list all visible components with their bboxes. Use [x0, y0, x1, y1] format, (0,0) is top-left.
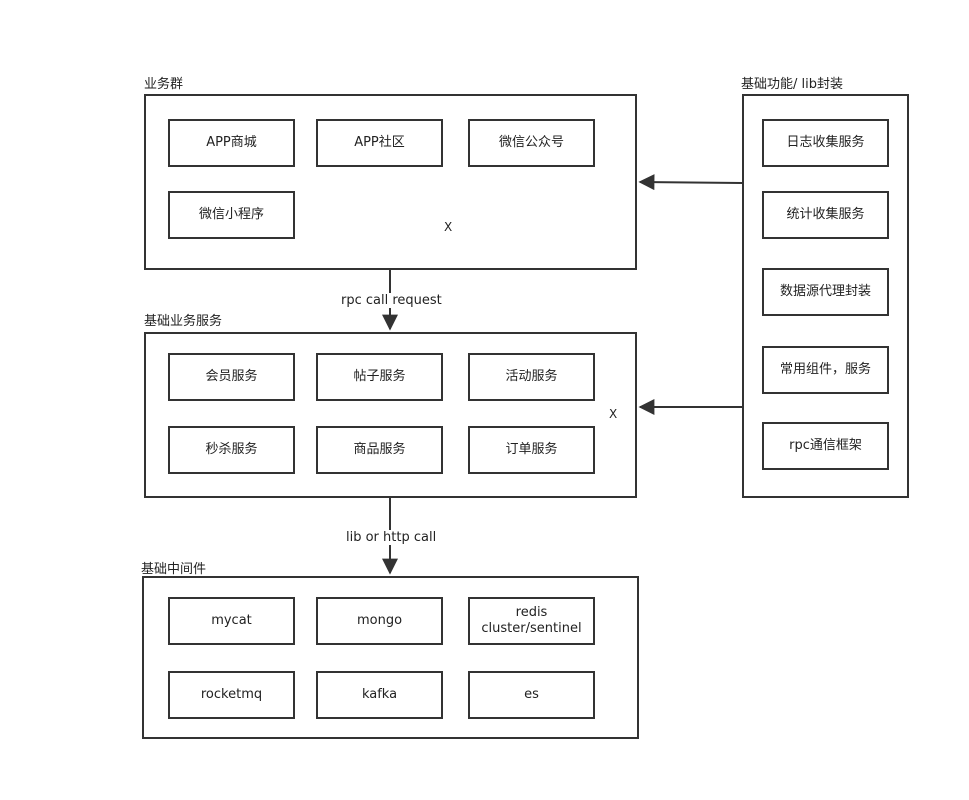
group-label-base-services: 基础业务服务 — [144, 314, 223, 329]
node-log-collect[interactable]: 日志收集服务 — [762, 119, 889, 167]
node-app-community[interactable]: APP社区 — [316, 119, 443, 167]
blocked-x-mark-wechat: X — [444, 220, 453, 234]
node-wechat-official[interactable]: 微信公众号 — [468, 119, 595, 167]
node-product-service[interactable]: 商品服务 — [316, 426, 443, 474]
node-app-mall[interactable]: APP商城 — [168, 119, 295, 167]
node-seckill-service[interactable]: 秒杀服务 — [168, 426, 295, 474]
node-post-service[interactable]: 帖子服务 — [316, 353, 443, 401]
edge-label-rpc-call: rpc call request — [339, 293, 444, 308]
group-label-lib: 基础功能/ lib封装 — [741, 77, 843, 92]
group-label-middleware: 基础中间件 — [141, 562, 207, 577]
blocked-x-mark-services: X — [609, 407, 618, 421]
node-order-service[interactable]: 订单服务 — [468, 426, 595, 474]
node-es[interactable]: es — [468, 671, 595, 719]
group-label-business: 业务群 — [144, 77, 184, 92]
node-datasource-proxy[interactable]: 数据源代理封装 — [762, 268, 889, 316]
node-member-service[interactable]: 会员服务 — [168, 353, 295, 401]
edge-lib-to-business — [638, 174, 743, 191]
node-kafka[interactable]: kafka — [316, 671, 443, 719]
node-mongo[interactable]: mongo — [316, 597, 443, 645]
node-redis[interactable]: redis cluster/sentinel — [468, 597, 595, 645]
node-activity-service[interactable]: 活动服务 — [468, 353, 595, 401]
node-mycat[interactable]: mycat — [168, 597, 295, 645]
edge-label-lib-http-call: lib or http call — [344, 530, 439, 545]
node-rpc-framework[interactable]: rpc通信框架 — [762, 422, 889, 470]
node-wechat-miniprogram[interactable]: 微信小程序 — [168, 191, 295, 239]
node-stats-collect[interactable]: 统计收集服务 — [762, 191, 889, 239]
node-rocketmq[interactable]: rocketmq — [168, 671, 295, 719]
node-common-components[interactable]: 常用组件，服务 — [762, 346, 889, 394]
